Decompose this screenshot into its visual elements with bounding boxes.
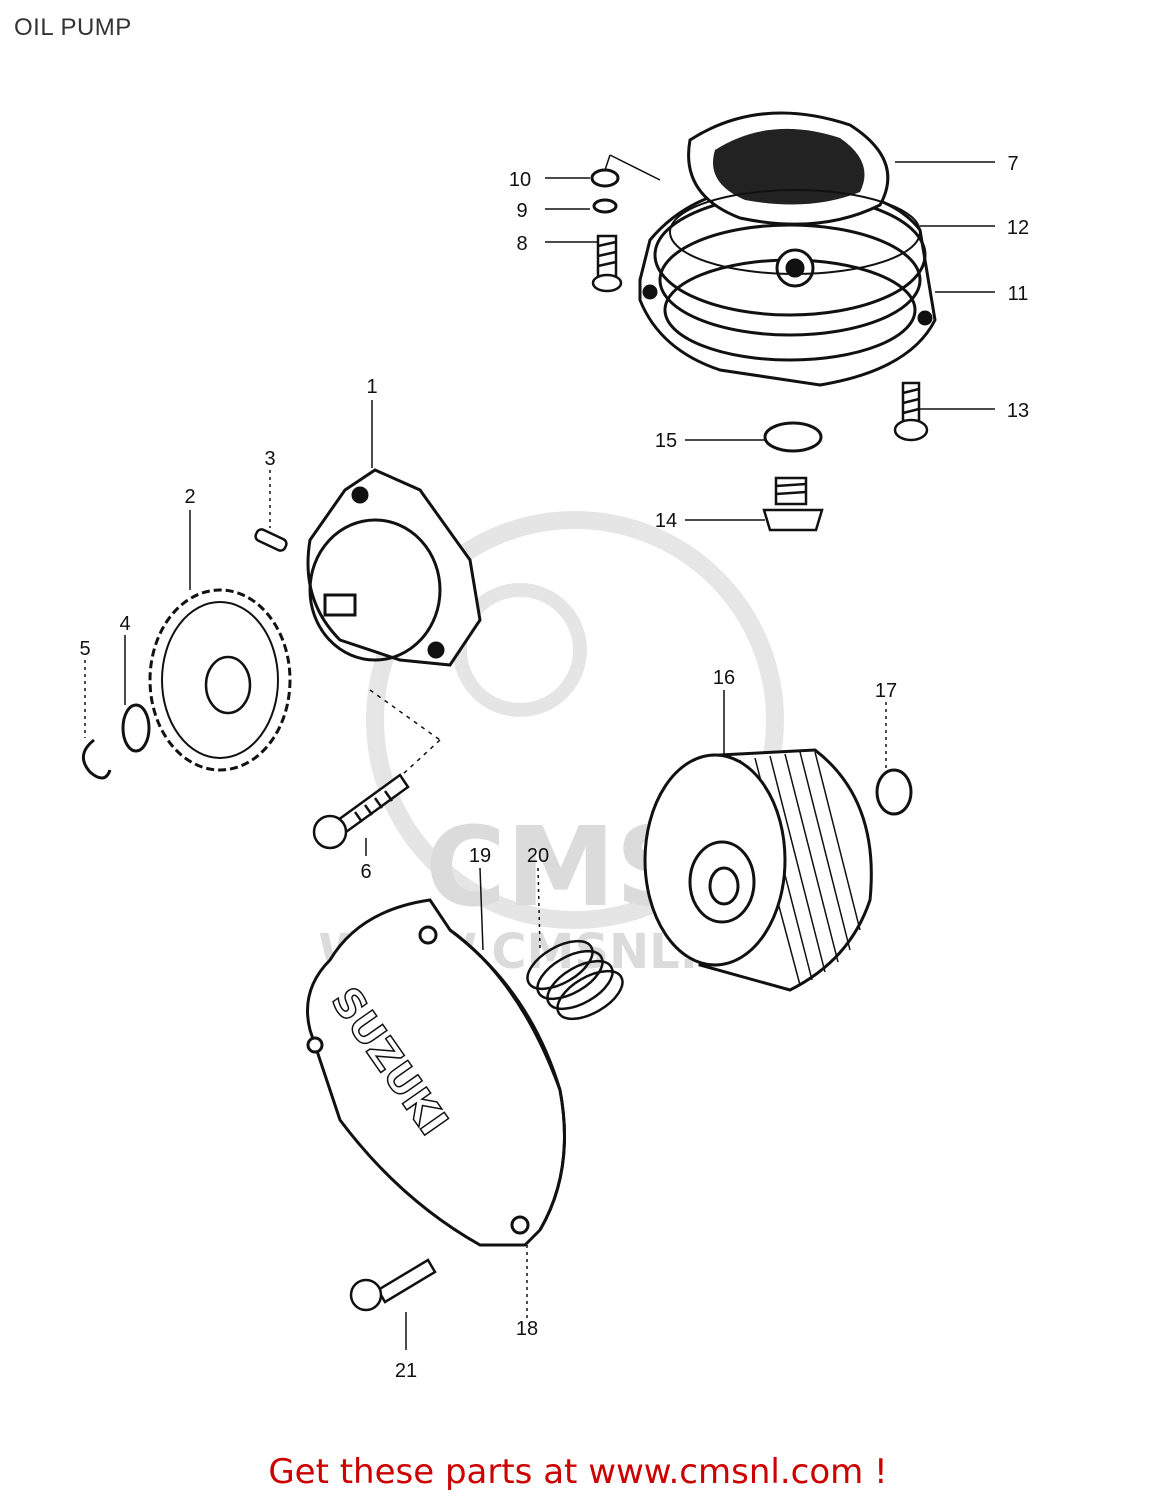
callout-15: 15 (655, 430, 677, 452)
pump-screw (312, 773, 410, 850)
callout-3: 3 (264, 448, 275, 470)
filter-cover: SUZUKI (306, 898, 566, 1247)
footer-banner: Get these parts at www.cmsnl.com ! (0, 1452, 1156, 1492)
footer-link[interactable]: www.cmsnl.com (588, 1452, 864, 1492)
lock-washer (592, 198, 618, 214)
callout-9: 9 (516, 200, 527, 222)
callout-1: 1 (366, 376, 377, 398)
footer-suffix: ! (863, 1452, 888, 1492)
callout-2: 2 (184, 486, 195, 508)
callout-6: 6 (360, 861, 371, 883)
callout-19: 19 (469, 845, 491, 867)
footer-prefix: Get these parts at (268, 1452, 589, 1492)
cover-screw-body (349, 1258, 437, 1312)
callout-8: 8 (516, 233, 527, 255)
callout-5: 5 (79, 638, 90, 660)
filter-o-ring (875, 768, 913, 816)
callout-10: 10 (509, 169, 531, 191)
callout-17: 17 (875, 680, 897, 702)
callout-4: 4 (119, 613, 130, 635)
drive-gear (148, 588, 292, 772)
filter-spring (526, 939, 624, 1021)
callout-14: 14 (655, 510, 677, 532)
leader-lines (84, 154, 995, 1350)
callout-7: 7 (1007, 153, 1018, 175)
pin (254, 528, 288, 552)
gasket (687, 111, 890, 226)
page-title: OIL PUMP (14, 14, 132, 41)
callout-21: 21 (395, 1360, 417, 1382)
callout-16: 16 (713, 667, 735, 689)
callout-18: 18 (516, 1318, 538, 1340)
plug-gasket (763, 421, 823, 453)
washer (590, 168, 620, 188)
oil-pump (306, 468, 482, 667)
screw-8 (591, 234, 623, 293)
callout-labels: 1 2 3 4 5 6 7 8 9 10 11 12 13 14 15 16 1… (79, 153, 1029, 1382)
oil-filter (643, 748, 873, 992)
callout-20: 20 (527, 845, 549, 867)
bolt-13 (893, 381, 929, 442)
callout-13: 13 (1007, 400, 1029, 422)
gear-washer (121, 703, 151, 753)
o-ring (669, 189, 921, 275)
circlip (82, 738, 112, 780)
callout-11: 11 (1008, 283, 1029, 305)
callout-12: 12 (1007, 217, 1029, 239)
drain-plug (762, 476, 824, 532)
oil-pump-housing (638, 183, 937, 387)
